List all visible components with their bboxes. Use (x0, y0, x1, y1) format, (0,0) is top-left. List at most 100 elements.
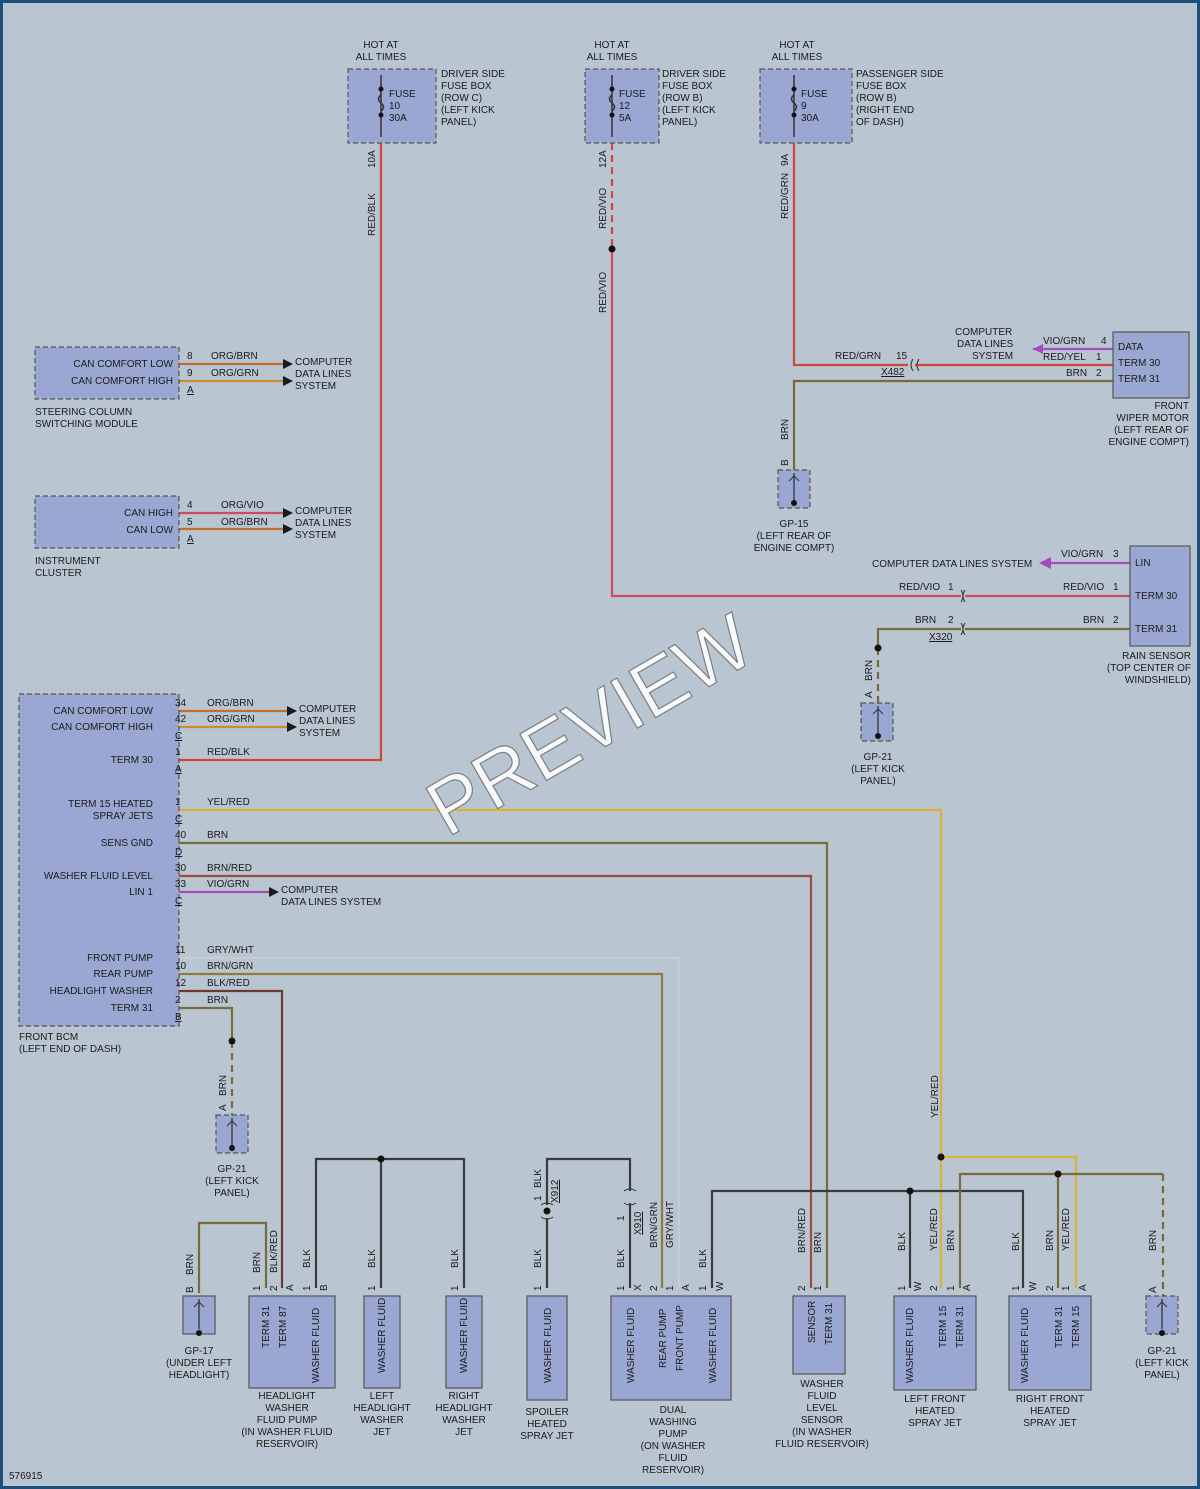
svg-text:10: 10 (389, 101, 401, 112)
svg-text:YEL/RED: YEL/RED (930, 1075, 941, 1118)
svg-text:BRN: BRN (864, 660, 875, 681)
svg-text:RED/YEL: RED/YEL (1043, 352, 1086, 363)
svg-text:(LEFT REAR OF: (LEFT REAR OF (1114, 425, 1189, 436)
svg-text:1: 1 (1061, 1285, 1072, 1291)
svg-text:X: X (633, 1284, 644, 1291)
svg-text:GRY/WHT: GRY/WHT (665, 1201, 676, 1248)
svg-text:LIN: LIN (1135, 558, 1151, 569)
svg-text:COMPUTER: COMPUTER (295, 506, 352, 517)
svg-text:TERM 31: TERM 31 (111, 1003, 154, 1014)
svg-text:RED/VIO: RED/VIO (899, 582, 940, 593)
svg-text:HOT AT: HOT AT (779, 40, 814, 51)
washer-fluid-level-sensor: SENSOR TERM 31 2 1 BRN/RED BRN WASHER FL… (775, 1208, 869, 1450)
svg-text:(ROW C): (ROW C) (441, 93, 482, 104)
svg-text:BRN: BRN (1066, 368, 1087, 379)
svg-text:5: 5 (187, 517, 193, 528)
svg-text:2: 2 (1113, 615, 1119, 626)
svg-text:TERM 30: TERM 30 (1118, 358, 1161, 369)
ground-gp21-rain: GP-21 (LEFT KICK PANEL) (851, 702, 905, 787)
svg-text:30A: 30A (801, 113, 819, 124)
svg-text:(ROW B): (ROW B) (856, 93, 897, 104)
svg-text:COMPUTER: COMPUTER (281, 885, 338, 896)
svg-text:HEADLIGHT: HEADLIGHT (435, 1403, 492, 1414)
svg-text:A: A (218, 1104, 229, 1111)
svg-text:1: 1 (175, 747, 181, 758)
svg-text:A: A (864, 691, 875, 698)
instrument-cluster: CAN HIGH CAN LOW 4 5 A ORG/VIO ORG/BRN C… (34, 495, 352, 579)
svg-text:GP-21: GP-21 (1148, 1346, 1177, 1357)
left-headlight-washer-jet: WASHER FLUID 1 BLK LEFT HEADLIGHT WASHER… (353, 1249, 410, 1438)
svg-text:HEATED: HEATED (1030, 1406, 1070, 1417)
svg-text:FRONT: FRONT (1155, 401, 1189, 412)
svg-text:FUSE BOX: FUSE BOX (441, 81, 492, 92)
diagram-id: 576915 (9, 1471, 43, 1482)
svg-text:(IN WASHER FLUID: (IN WASHER FLUID (241, 1427, 332, 1438)
svg-text:1: 1 (533, 1195, 544, 1201)
svg-text:BRN: BRN (1045, 1230, 1056, 1251)
svg-text:FUSE BOX: FUSE BOX (662, 81, 713, 92)
svg-text:COMPUTER: COMPUTER (299, 704, 356, 715)
svg-text:SYSTEM: SYSTEM (972, 351, 1013, 362)
svg-text:LIN 1: LIN 1 (129, 887, 153, 898)
svg-text:(ON WASHER: (ON WASHER (641, 1441, 706, 1452)
svg-text:HEADLIGHT: HEADLIGHT (353, 1403, 410, 1414)
svg-text:RAIN SENSOR: RAIN SENSOR (1122, 651, 1191, 662)
steering-column-module: CAN COMFORT LOW CAN COMFORT HIGH 8 9 A O… (34, 346, 352, 430)
svg-text:BRN: BRN (207, 830, 228, 841)
svg-text:40: 40 (175, 830, 187, 841)
svg-text:WASHER FLUID: WASHER FLUID (905, 1308, 916, 1383)
svg-text:BRN: BRN (1148, 1230, 1159, 1251)
svg-text:2: 2 (797, 1285, 808, 1291)
svg-text:REAR PUMP: REAR PUMP (94, 969, 154, 980)
svg-text:CAN HIGH: CAN HIGH (124, 508, 173, 519)
svg-text:TERM 31: TERM 31 (261, 1305, 272, 1348)
svg-text:1: 1 (1113, 582, 1119, 593)
svg-text:BRN/GRN: BRN/GRN (649, 1202, 660, 1248)
svg-text:BRN: BRN (207, 995, 228, 1006)
svg-text:(LEFT KICK: (LEFT KICK (441, 105, 495, 116)
svg-text:1: 1 (450, 1285, 461, 1291)
svg-text:ENGINE COMPT): ENGINE COMPT) (1108, 437, 1189, 448)
svg-text:(TOP CENTER OF: (TOP CENTER OF (1107, 663, 1191, 674)
svg-text:X482: X482 (881, 367, 905, 378)
svg-text:COMPUTER: COMPUTER (295, 357, 352, 368)
svg-text:STEERING COLUMN: STEERING COLUMN (35, 407, 132, 418)
svg-text:RIGHT: RIGHT (448, 1391, 479, 1402)
svg-text:WASHER FLUID: WASHER FLUID (311, 1308, 322, 1383)
svg-text:PANEL): PANEL) (441, 117, 476, 128)
svg-text:DUAL: DUAL (660, 1405, 687, 1416)
svg-text:PANEL): PANEL) (662, 117, 697, 128)
rain-sensor: LIN TERM 30 TERM 31 3 1 2 VIO/GRN RED/VI… (872, 545, 1191, 686)
svg-text:1: 1 (665, 1285, 676, 1291)
svg-text:1: 1 (1096, 352, 1102, 363)
svg-text:CAN COMFORT HIGH: CAN COMFORT HIGH (51, 722, 153, 733)
svg-text:ORG/BRN: ORG/BRN (211, 351, 258, 362)
svg-text:LEFT: LEFT (370, 1391, 394, 1402)
svg-text:11: 11 (175, 945, 186, 956)
svg-text:42: 42 (175, 714, 187, 725)
svg-text:DATA LINES: DATA LINES (299, 716, 356, 727)
svg-text:WASHER FLUID: WASHER FLUID (626, 1308, 637, 1383)
spoiler-heated-spray-jet: WASHER FLUID 1 BLK BLK 1 X912 SPOILER HE… (520, 1169, 574, 1442)
svg-text:4: 4 (1101, 336, 1107, 347)
svg-text:RED/GRN: RED/GRN (780, 173, 791, 219)
svg-text:FLUID PUMP: FLUID PUMP (257, 1415, 318, 1426)
wire-red-grn (792, 143, 908, 367)
svg-text:YEL/RED: YEL/RED (929, 1208, 940, 1251)
svg-text:VIO/GRN: VIO/GRN (1061, 549, 1103, 560)
svg-text:BLK: BLK (450, 1249, 461, 1268)
svg-text:(LEFT KICK: (LEFT KICK (662, 105, 716, 116)
svg-text:RED/VIO: RED/VIO (598, 188, 609, 229)
svg-text:RED/BLK: RED/BLK (367, 193, 378, 236)
svg-text:BRN/RED: BRN/RED (797, 1208, 808, 1253)
svg-text:(RIGHT END: (RIGHT END (856, 105, 914, 116)
svg-text:YEL/RED: YEL/RED (1061, 1208, 1072, 1251)
ground-gp21-bcm: GP-21 (LEFT KICK PANEL) (205, 1114, 259, 1199)
svg-text:1: 1 (813, 1285, 824, 1291)
svg-text:WASHING: WASHING (649, 1417, 697, 1428)
svg-text:33: 33 (175, 879, 187, 890)
svg-text:1: 1 (897, 1285, 908, 1291)
svg-text:TERM 31: TERM 31 (824, 1302, 835, 1345)
svg-text:PUMP: PUMP (659, 1429, 688, 1440)
fuse-box-9: FUSE 9 30A (759, 68, 853, 144)
